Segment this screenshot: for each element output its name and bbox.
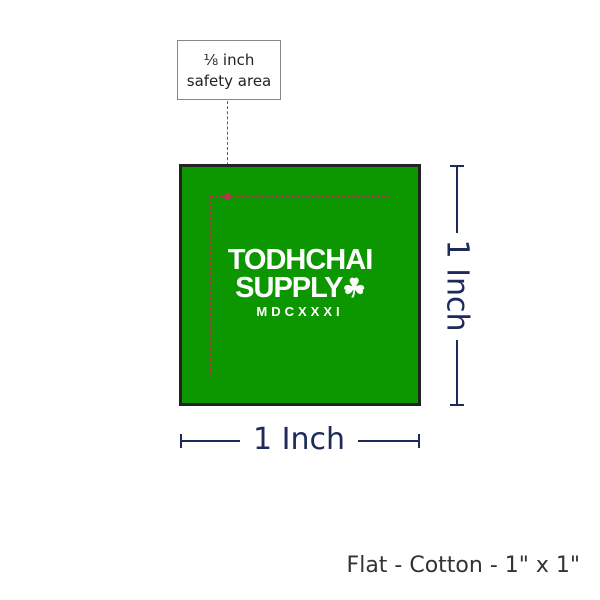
- shamrock-icon: ☘: [342, 273, 366, 303]
- logo-line3: MDCXXXI: [256, 304, 344, 319]
- logo-line1: TODHCHAI: [227, 244, 374, 276]
- dim-line-right: [358, 440, 420, 442]
- safety-area-outline: [210, 196, 390, 376]
- callout-line1: ⅛ inch: [203, 51, 255, 69]
- patch: [179, 164, 421, 406]
- height-label: 1 Inch: [439, 239, 475, 332]
- callout-line2: safety area: [186, 72, 272, 90]
- safety-area-callout: ⅛ inch safety area: [177, 40, 281, 100]
- logo-line2-row: SUPPLY☘: [179, 272, 421, 304]
- logo-line2: SUPPLY: [235, 272, 343, 304]
- callout-leader-line: [227, 101, 228, 196]
- width-label: 1 Inch: [253, 422, 345, 457]
- callout-dot: [224, 193, 231, 200]
- dim-line-upper: [456, 165, 458, 233]
- dim-line-left: [180, 440, 240, 442]
- logo: TODHCHAI SUPPLY☘ MDCXXXI: [179, 244, 421, 320]
- product-caption: Flat - Cotton - 1" x 1": [346, 553, 580, 578]
- dim-line-lower: [456, 340, 458, 406]
